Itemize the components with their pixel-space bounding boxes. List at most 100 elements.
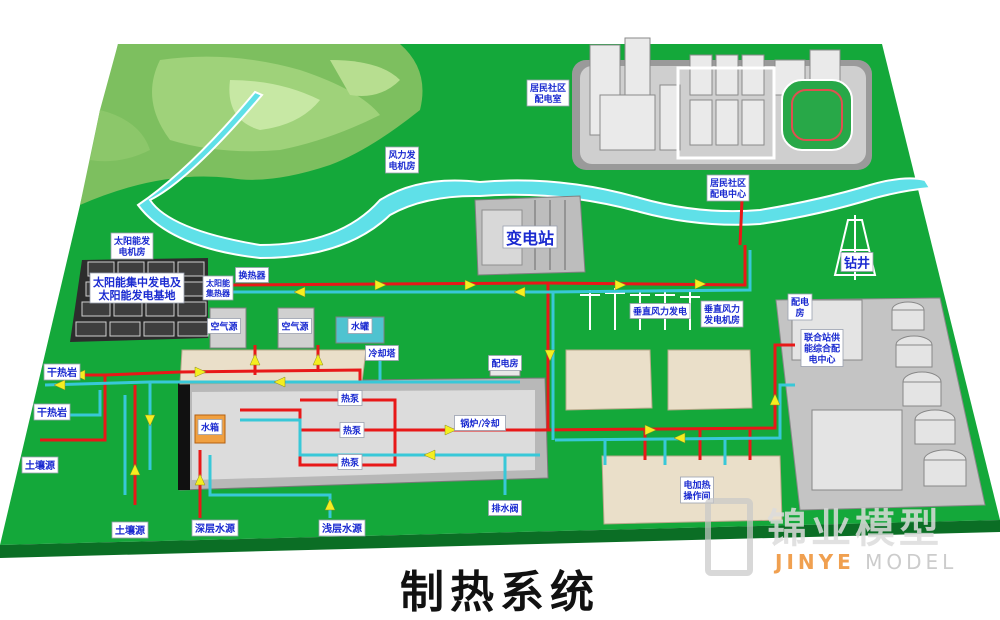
flow-arrow-13 [129, 463, 141, 476]
flow-arrow-14 [194, 473, 206, 486]
label-box [706, 174, 750, 202]
label-text: 深层水源 [195, 522, 235, 535]
label-heat-pump: 热泵 [337, 454, 363, 470]
brand-en: JINYE MODEL [775, 550, 957, 574]
label-text: 变电站 [506, 229, 554, 248]
label-text: 热泵 [341, 457, 360, 469]
label-box [89, 272, 185, 304]
label-text: 配电 [791, 296, 809, 308]
residential-district [572, 37, 872, 170]
label-text: 水箱 [201, 422, 219, 434]
label-text: 空气源 [210, 321, 237, 333]
label-box [33, 403, 71, 421]
flow-arrow-8 [194, 366, 207, 378]
label-text: 电加热 [683, 479, 710, 491]
label-text: 配电室 [534, 93, 561, 105]
label-water-tank: 水罐 [347, 318, 373, 334]
flow-arrow-0 [374, 279, 387, 291]
label-drain-valve: 排水阀 [488, 500, 522, 516]
label-text: 空气源 [281, 321, 308, 333]
flow-arrow-9 [273, 376, 286, 388]
label-box [111, 521, 149, 539]
brand-logo-icon [705, 498, 753, 576]
label-vertical-wind-a: 垂直风力发电 [629, 303, 691, 319]
label-text: 居民社区 [530, 82, 566, 94]
label-text: 发电机房 [703, 314, 740, 326]
label-box [800, 329, 844, 367]
flow-arrow-20 [249, 353, 261, 366]
flow-arrow-11 [644, 424, 657, 436]
label-box [278, 318, 312, 334]
label-text: 太阳能 [205, 278, 230, 288]
label-box [840, 252, 874, 272]
label-box [197, 419, 223, 435]
label-box [235, 267, 269, 283]
flow-arrow-10 [444, 424, 457, 436]
label-box [526, 79, 570, 107]
flow-arrow-21 [312, 353, 324, 366]
flow-arrow-3 [694, 278, 707, 290]
label-water-box: 水箱 [197, 419, 223, 435]
label-dry-rock-b: 干热岩 [33, 403, 71, 421]
label-box [454, 415, 506, 431]
brand-watermark: 锦业模型 JINYE MODEL [705, 496, 995, 586]
label-text: 换热器 [238, 270, 266, 282]
label-text: 土壤源 [115, 524, 145, 537]
label-text: 联合站供 [804, 332, 840, 344]
label-box [318, 519, 366, 537]
label-text: 太阳能发 [113, 235, 151, 247]
label-text: 配电中心 [710, 188, 746, 200]
label-box [337, 390, 363, 406]
brand-cn: 锦业模型 [767, 506, 943, 552]
label-text: 干热岩 [37, 406, 67, 419]
label-text: 浅层水源 [322, 522, 362, 535]
label-text: 热泵 [343, 425, 362, 437]
label-substation: 变电站 [502, 225, 558, 249]
flow-arrow-19 [423, 449, 436, 461]
mountain-area [80, 44, 423, 205]
label-power-room: 配电房 [488, 355, 522, 371]
label-box [21, 456, 59, 474]
label-text: 干热岩 [47, 366, 77, 379]
brand-en-b: MODEL [865, 550, 958, 574]
label-shallow-water: 浅层水源 [318, 519, 366, 537]
label-text: 排水阀 [491, 503, 518, 515]
label-box [700, 300, 744, 328]
label-text: 配电房 [491, 358, 518, 370]
label-text: 太阳能发电基地 [98, 288, 176, 302]
label-soil-a: 土壤源 [21, 456, 59, 474]
flow-arrow-17 [769, 393, 781, 406]
label-text: 集热器 [205, 288, 231, 298]
label-box [502, 225, 558, 249]
label-ground-heat-pump-b: 空气源 [278, 318, 312, 334]
label-box [787, 293, 813, 321]
label-dry-rock-a: 干热岩 [43, 363, 81, 381]
label-text: 电中心 [808, 354, 835, 366]
label-text: 电机房 [118, 246, 145, 258]
label-deep-water: 深层水源 [191, 519, 239, 537]
label-box [347, 318, 373, 334]
label-text: 电机房 [388, 160, 415, 172]
label-soil-b: 土壤源 [111, 521, 149, 539]
label-drill: 钻井 [840, 252, 874, 272]
label-box [202, 275, 234, 301]
cold-pipe-8 [554, 383, 795, 442]
label-box [488, 355, 522, 371]
cold-pipe-7 [240, 418, 540, 457]
label-text: 水罐 [351, 321, 369, 333]
label-box [365, 345, 399, 361]
label-heat-storage: 热泵 [337, 390, 363, 406]
flow-arrow-15 [324, 498, 336, 511]
label-box [43, 363, 81, 381]
label-box [385, 146, 419, 174]
label-text: 热泵 [341, 393, 360, 405]
label-text: 风力发 [388, 149, 416, 161]
label-heat-exchanger: 换热器 [235, 267, 269, 283]
